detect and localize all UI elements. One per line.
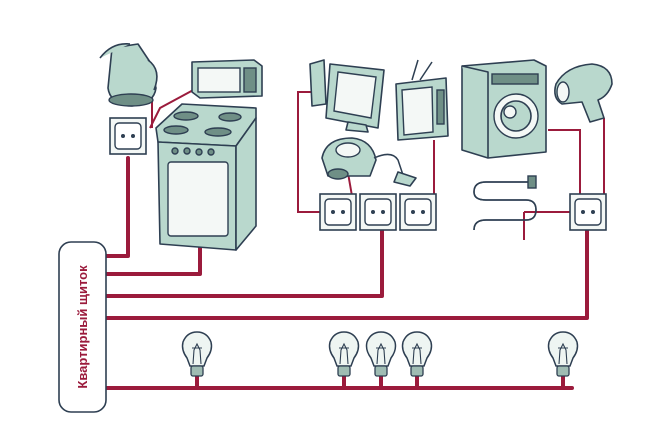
electric-kettle-icon	[99, 42, 158, 107]
wire-socket-right	[102, 226, 589, 320]
washing-machine-icon	[461, 59, 547, 159]
vacuum-cleaner-icon	[321, 137, 417, 187]
socket-kettle	[109, 117, 147, 155]
electric-stove-icon	[155, 103, 257, 251]
socket-right	[569, 193, 607, 231]
socket-group-3	[399, 193, 437, 231]
light-bulb-icon	[328, 331, 360, 377]
wires	[102, 87, 605, 390]
cord-washer	[548, 129, 581, 196]
cord-monitor	[297, 91, 322, 213]
hair-dryer-icon	[554, 63, 613, 123]
panel-label: Квартирный щиток	[75, 265, 90, 389]
television-icon	[395, 59, 449, 141]
light-bulb-icon	[365, 331, 397, 377]
socket-group-1	[319, 193, 357, 231]
wire-kettle-socket	[102, 156, 130, 258]
light-bulb-icon	[181, 331, 213, 377]
cord-microwave	[149, 87, 198, 129]
electrical-panel: Квартирный щиток	[58, 241, 107, 413]
wire-stove	[102, 244, 202, 276]
wire-socket-group-middle	[102, 226, 384, 298]
microwave-icon	[191, 59, 263, 99]
light-bulb-icon	[401, 331, 433, 377]
heated-towel-rail-icon	[473, 175, 537, 231]
socket-group-2	[359, 193, 397, 231]
computer-monitor-icon	[309, 59, 385, 133]
light-bulb-icon	[547, 331, 579, 377]
